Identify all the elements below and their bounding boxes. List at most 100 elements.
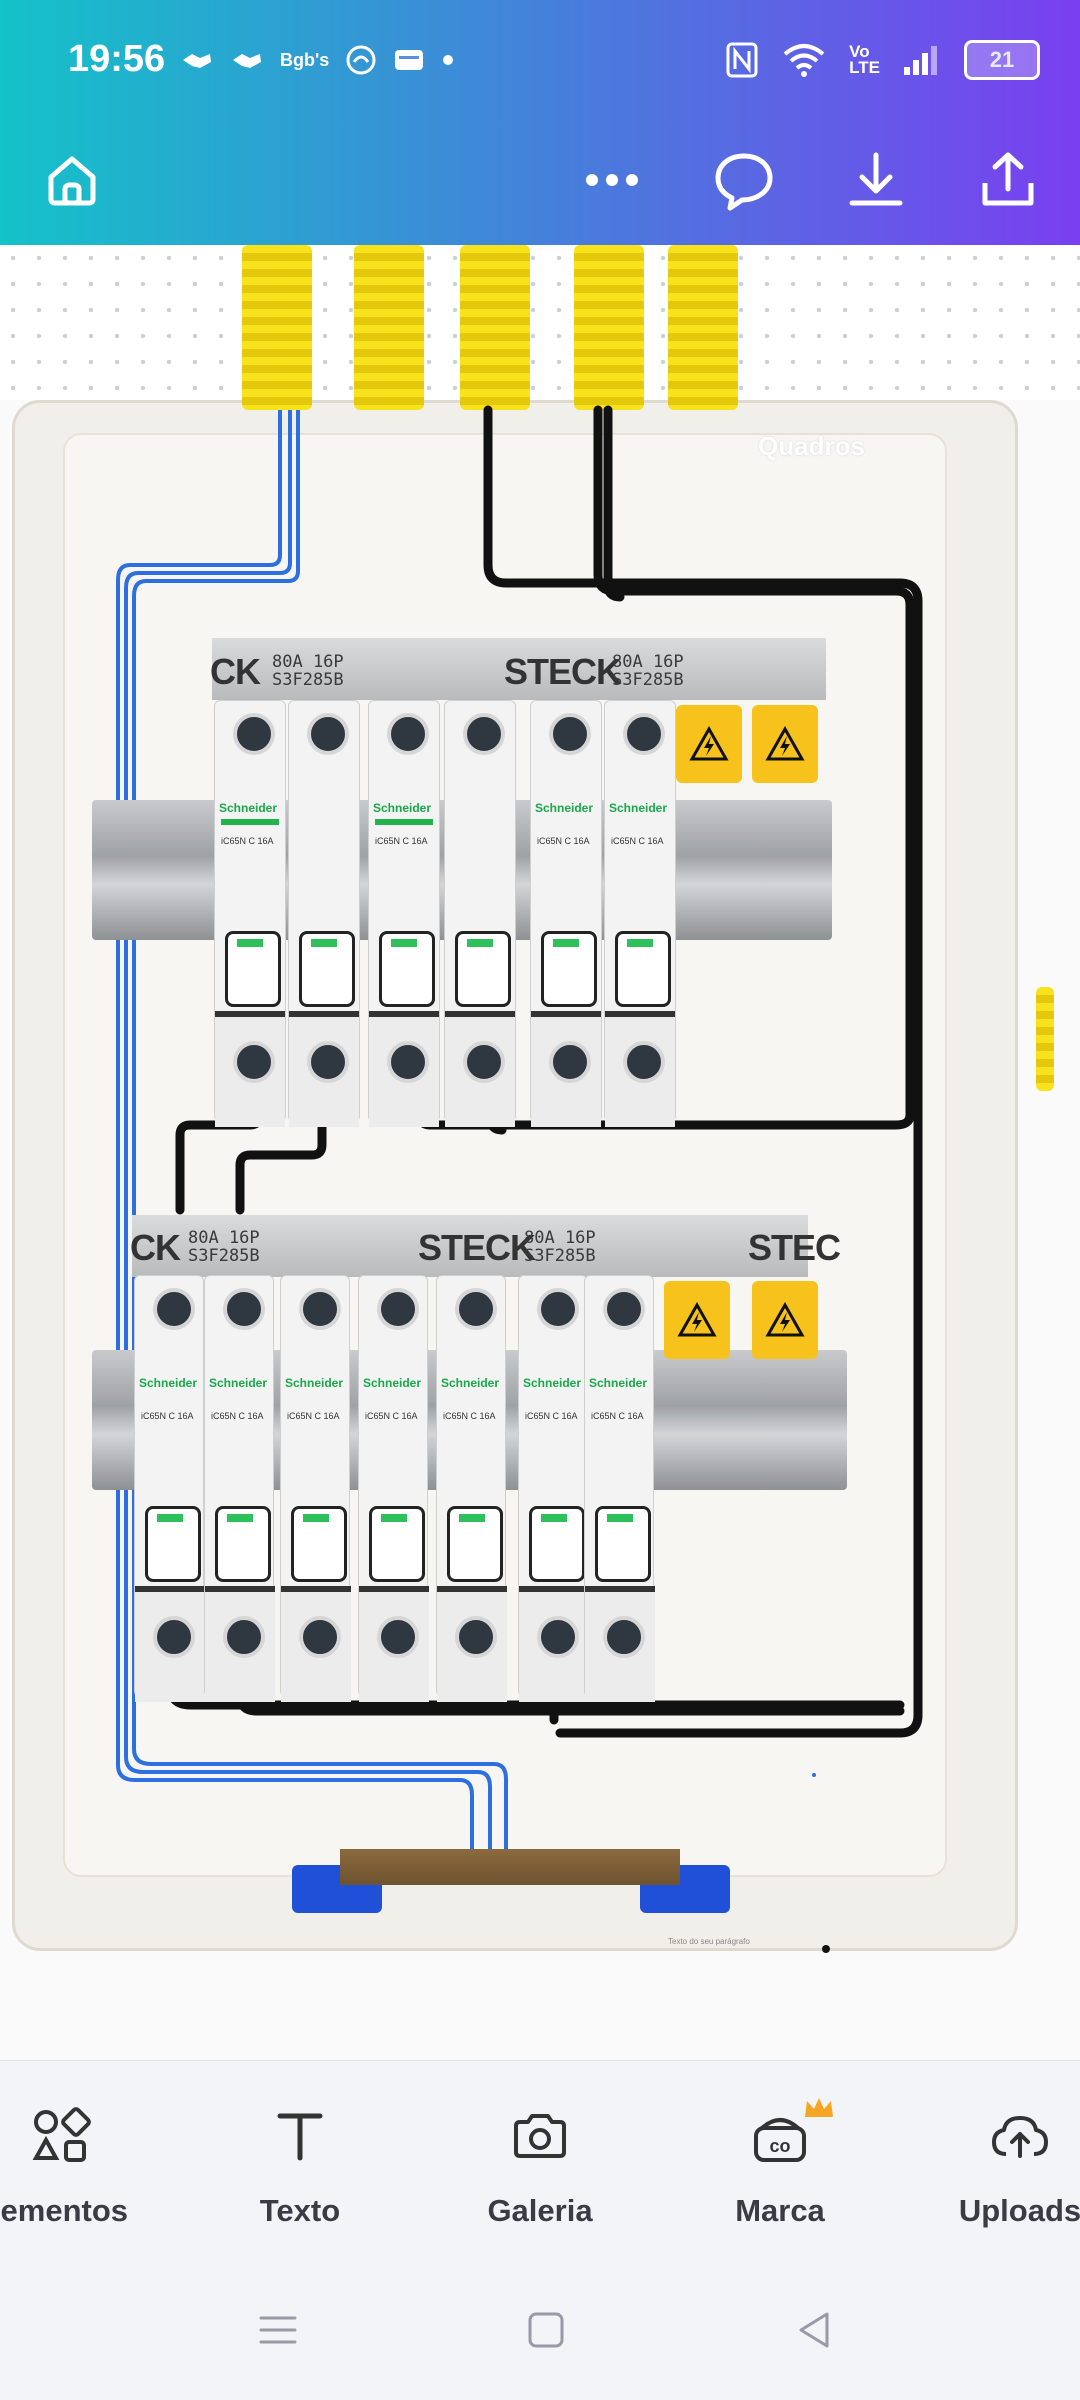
home-button[interactable]	[22, 130, 122, 230]
breaker[interactable]: Schneider iC65N C 16A	[214, 700, 286, 1127]
design-canvas[interactable]: CK 80A 16P S3F285B STECK 80A 16P S3F285B…	[0, 245, 1080, 2060]
breaker-brand: Schneider	[535, 801, 594, 815]
breaker[interactable]: Schneider iC65N C 16A	[280, 1275, 351, 1702]
breaker-indicator	[541, 1514, 567, 1522]
breaker-handle	[215, 1506, 271, 1582]
app-notification-icon: Bgb's	[280, 49, 330, 70]
warning-cover	[752, 705, 818, 783]
busbar-brand-center: STECK	[418, 1227, 536, 1268]
breaker-spec: iC65N C 16A	[591, 1411, 644, 1421]
terminal-screw	[603, 1616, 645, 1658]
busbar-bottom	[132, 1215, 808, 1277]
tab-label: lementos	[0, 2193, 129, 2228]
app-header: 19:56 Bgb's Vo LTE 21	[0, 0, 1080, 245]
menu-icon	[259, 2316, 297, 2344]
breaker-handle	[379, 931, 435, 1007]
side-conduit	[1036, 987, 1054, 1091]
terminal-screw	[463, 1041, 505, 1083]
conduit-2	[354, 245, 424, 410]
terminal-screw	[223, 1288, 265, 1330]
brand-icon: co	[754, 2118, 806, 2162]
tab-text[interactable]: Texto	[190, 2101, 410, 2251]
download-icon	[849, 152, 903, 206]
terminal-screw	[537, 1288, 579, 1330]
breaker-brand: Schneider	[209, 1376, 268, 1390]
breaker[interactable]: Schneider iC65N C 16A	[368, 700, 440, 1127]
breaker-brand: Schneider	[441, 1376, 500, 1390]
terminal-screw	[377, 1288, 419, 1330]
back-button[interactable]	[774, 2300, 854, 2360]
breaker-spec: iC65N C 16A	[365, 1411, 418, 1421]
system-icons: Vo LTE 21	[725, 40, 1040, 80]
tab-label: Texto	[259, 2193, 341, 2228]
tab-gallery[interactable]: Galeria	[430, 2101, 650, 2251]
breaker-indicator	[553, 939, 579, 947]
terminal-screw	[455, 1616, 497, 1658]
upload-cloud-icon	[992, 2116, 1048, 2158]
breaker-spec: iC65N C 16A	[611, 836, 664, 846]
breaker-indicator	[157, 1514, 183, 1522]
status-bar: 19:56 Bgb's Vo LTE 21	[0, 0, 1080, 120]
terminal-screw	[549, 1041, 591, 1083]
high-voltage-icon	[765, 1302, 805, 1337]
share-button[interactable]	[958, 130, 1058, 230]
circle-app-icon	[346, 45, 376, 75]
recent-apps-button[interactable]	[238, 2300, 318, 2360]
breaker-spec: iC65N C 16A	[525, 1411, 578, 1421]
terminal-screw	[153, 1616, 195, 1658]
square-icon	[528, 2312, 564, 2348]
paragraph-placeholder[interactable]: Texto do seu parágrafo	[668, 1937, 750, 1946]
terminal-screw	[623, 1041, 665, 1083]
busbar-brand-center: STECK	[504, 651, 622, 692]
breaker[interactable]: Schneider iC65N C 16A	[604, 700, 676, 1127]
wiring-diagram	[116, 405, 923, 1865]
download-button[interactable]	[826, 130, 926, 230]
warning-cover	[664, 1281, 730, 1359]
breaker-spec: iC65N C 16A	[221, 836, 274, 846]
tab-label: Marca	[735, 2193, 825, 2228]
comment-icon	[715, 153, 773, 211]
breaker[interactable]: Schneider iC65N C 16A	[584, 1275, 655, 1702]
tab-brand[interactable]: co Marca	[670, 2098, 890, 2251]
comment-button[interactable]	[694, 130, 794, 230]
more-button[interactable]	[562, 130, 662, 230]
share-icon	[982, 152, 1034, 206]
terminal-screw	[603, 1288, 645, 1330]
breaker[interactable]: Schneider iC65N C 16A	[436, 1275, 507, 1702]
home-nav-button[interactable]	[506, 2300, 586, 2360]
breaker[interactable]	[444, 700, 516, 1127]
breaker[interactable]: Schneider iC65N C 16A	[358, 1275, 429, 1702]
breaker-brand: Schneider	[363, 1376, 422, 1390]
terminal-screw	[307, 713, 349, 755]
breaker-brand: Schneider	[373, 801, 432, 815]
terminal-screw	[153, 1288, 195, 1330]
notification-icons: Bgb's	[180, 44, 455, 76]
busbar-spec-1: 80A 16P S3F285B	[272, 652, 344, 690]
terminal-screw	[299, 1288, 341, 1330]
elements-icon	[32, 2107, 91, 2162]
breaker-stripe	[221, 819, 279, 825]
breaker[interactable]: Schneider iC65N C 16A	[530, 700, 602, 1127]
breaker-indicator	[607, 1514, 633, 1522]
card-icon	[395, 50, 424, 70]
nfc-icon	[726, 42, 758, 78]
breaker[interactable]	[288, 700, 360, 1127]
tab-uploads[interactable]: Uploads	[910, 2101, 1080, 2251]
busbar-spec-1: 80A 16P S3F285B	[188, 1228, 260, 1266]
breaker[interactable]: Schneider iC65N C 16A	[204, 1275, 275, 1702]
breaker-indicator	[627, 939, 653, 947]
terminal-screw	[623, 713, 665, 755]
tab-elements[interactable]: lementos	[0, 2101, 170, 2251]
breaker-brand: Schneider	[523, 1376, 582, 1390]
battery-level: 21	[989, 47, 1015, 72]
busbar-brand-left: CK	[210, 651, 261, 692]
quadros-text[interactable]: Quadros	[758, 431, 865, 461]
breaker[interactable]: Schneider iC65N C 16A	[134, 1275, 205, 1702]
breaker-indicator	[467, 939, 493, 947]
breaker-spec: iC65N C 16A	[211, 1411, 264, 1421]
conduit-1	[242, 245, 312, 410]
editor-bottom-bar: lementos Texto Galeria co Marca Uploads	[0, 2060, 1080, 2261]
breaker[interactable]: Schneider iC65N C 16A	[518, 1275, 589, 1702]
breaker-brand: Schneider	[285, 1376, 344, 1390]
breaker-stripe	[375, 819, 433, 825]
